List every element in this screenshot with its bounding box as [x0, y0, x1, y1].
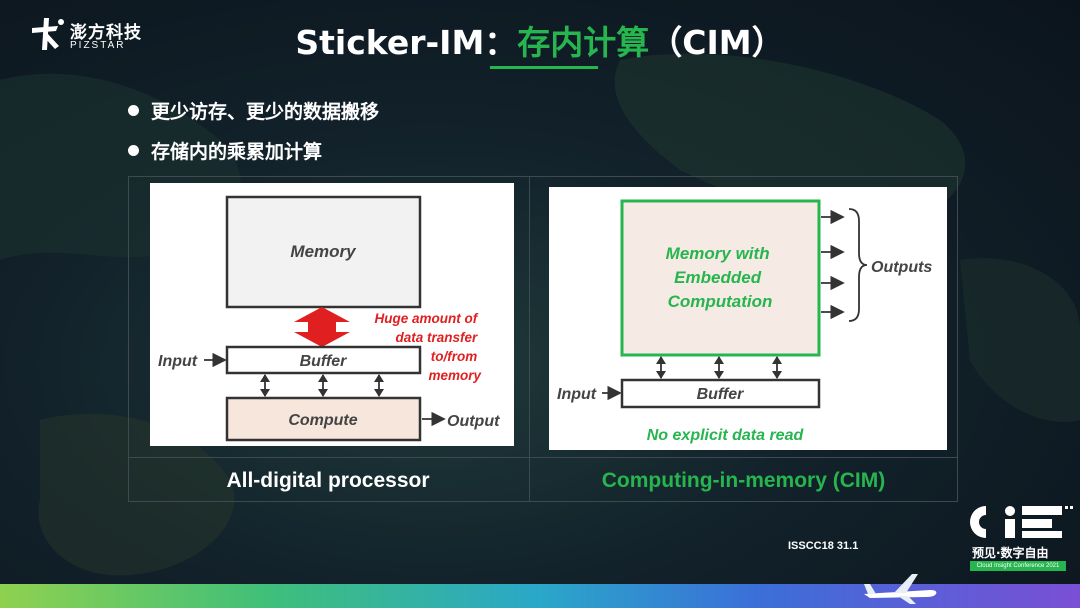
- title-highlight: 存内计算: [517, 23, 650, 62]
- compute-block: [225, 396, 422, 442]
- left-caption: All-digital processor: [226, 469, 430, 492]
- cim-link-arrowheads-icon: [656, 356, 782, 379]
- cim-buffer-label: Buffer: [697, 386, 745, 403]
- cim-diagram: Memory with Embedded Computation Outputs…: [557, 199, 932, 444]
- logo-english-name: PIZSTAR: [70, 40, 126, 51]
- bullet-item: 存储内的乘累加计算: [128, 136, 379, 164]
- annotation-line: to/from: [431, 349, 478, 364]
- cim-input-label: Input: [557, 386, 597, 403]
- transfer-annotation: Huge amount of data transfer to/from mem…: [374, 311, 482, 383]
- bullet-dot-icon: [128, 104, 139, 116]
- bullet-text: 存储内的乘累加计算: [151, 140, 323, 163]
- title-underline: [490, 66, 598, 69]
- title-suffix: （CIM）: [649, 23, 785, 62]
- right-diagram-panel: Memory with Embedded Computation Outputs…: [549, 187, 947, 450]
- cie-brand-logo: 预见·数字自由 Cloud Insight Conference 2021: [966, 502, 1076, 574]
- all-digital-diagram: Memory Huge amount of data transfer to/f…: [158, 195, 500, 442]
- input-label: Input: [158, 353, 198, 370]
- cim-memory-line: Computation: [668, 292, 773, 311]
- data-transfer-arrow-icon: [294, 307, 350, 347]
- comparison-frame: [128, 176, 958, 502]
- cie-logo-icon: [970, 506, 1073, 538]
- bullet-item: 更少访存、更少的数据搬移: [128, 96, 379, 124]
- cim-memory-line: Embedded: [674, 268, 762, 287]
- cim-memory-block: [620, 199, 821, 357]
- right-caption: Computing-in-memory (CIM): [601, 469, 886, 492]
- outputs-label: Outputs: [871, 259, 932, 276]
- output-label: Output: [447, 413, 500, 430]
- frame-divider-horizontal: [129, 457, 957, 458]
- outputs-brace-icon: [848, 208, 868, 322]
- reference-note: ISSCC18 31.1: [788, 540, 859, 552]
- slide-title: Sticker-IM：存内计算（CIM）: [0, 16, 1080, 64]
- brand-conference-name: Cloud Insight Conference 2021: [970, 561, 1066, 571]
- bullet-dot-icon: [128, 144, 139, 156]
- cim-memory-label: Memory with Embedded Computation: [666, 244, 775, 311]
- brand-slogan: 预见·数字自由: [972, 546, 1049, 560]
- cim-output-arrows-icon: [821, 209, 845, 320]
- frame-divider-vertical: [529, 177, 530, 501]
- compute-label: Compute: [288, 412, 357, 429]
- company-logo: 澎方科技 PIZSTAR: [28, 14, 148, 54]
- buffer-block: [225, 345, 422, 375]
- memory-label: Memory: [290, 242, 357, 261]
- cim-memory-line: Memory with: [666, 244, 770, 263]
- link-arrowheads-icon: [260, 374, 384, 397]
- bullet-text: 更少访存、更少的数据搬移: [151, 100, 380, 123]
- annotation-line: Huge amount of: [374, 311, 478, 326]
- buffer-label: Buffer: [300, 353, 348, 370]
- cim-buffer-block: [620, 378, 821, 409]
- title-prefix: Sticker-IM：: [295, 23, 518, 62]
- bullet-list: 更少访存、更少的数据搬移 存储内的乘累加计算: [128, 96, 379, 176]
- memory-block: [225, 195, 422, 309]
- annotation-line: data transfer: [395, 330, 478, 345]
- no-data-read-note: No explicit data read: [647, 427, 805, 444]
- pizstar-logo-icon: [32, 18, 64, 50]
- left-diagram-panel: Memory Huge amount of data transfer to/f…: [150, 183, 514, 446]
- airplane-icon: [864, 574, 937, 604]
- logo-chinese-name: 澎方科技: [70, 23, 142, 42]
- annotation-line: memory: [428, 368, 482, 383]
